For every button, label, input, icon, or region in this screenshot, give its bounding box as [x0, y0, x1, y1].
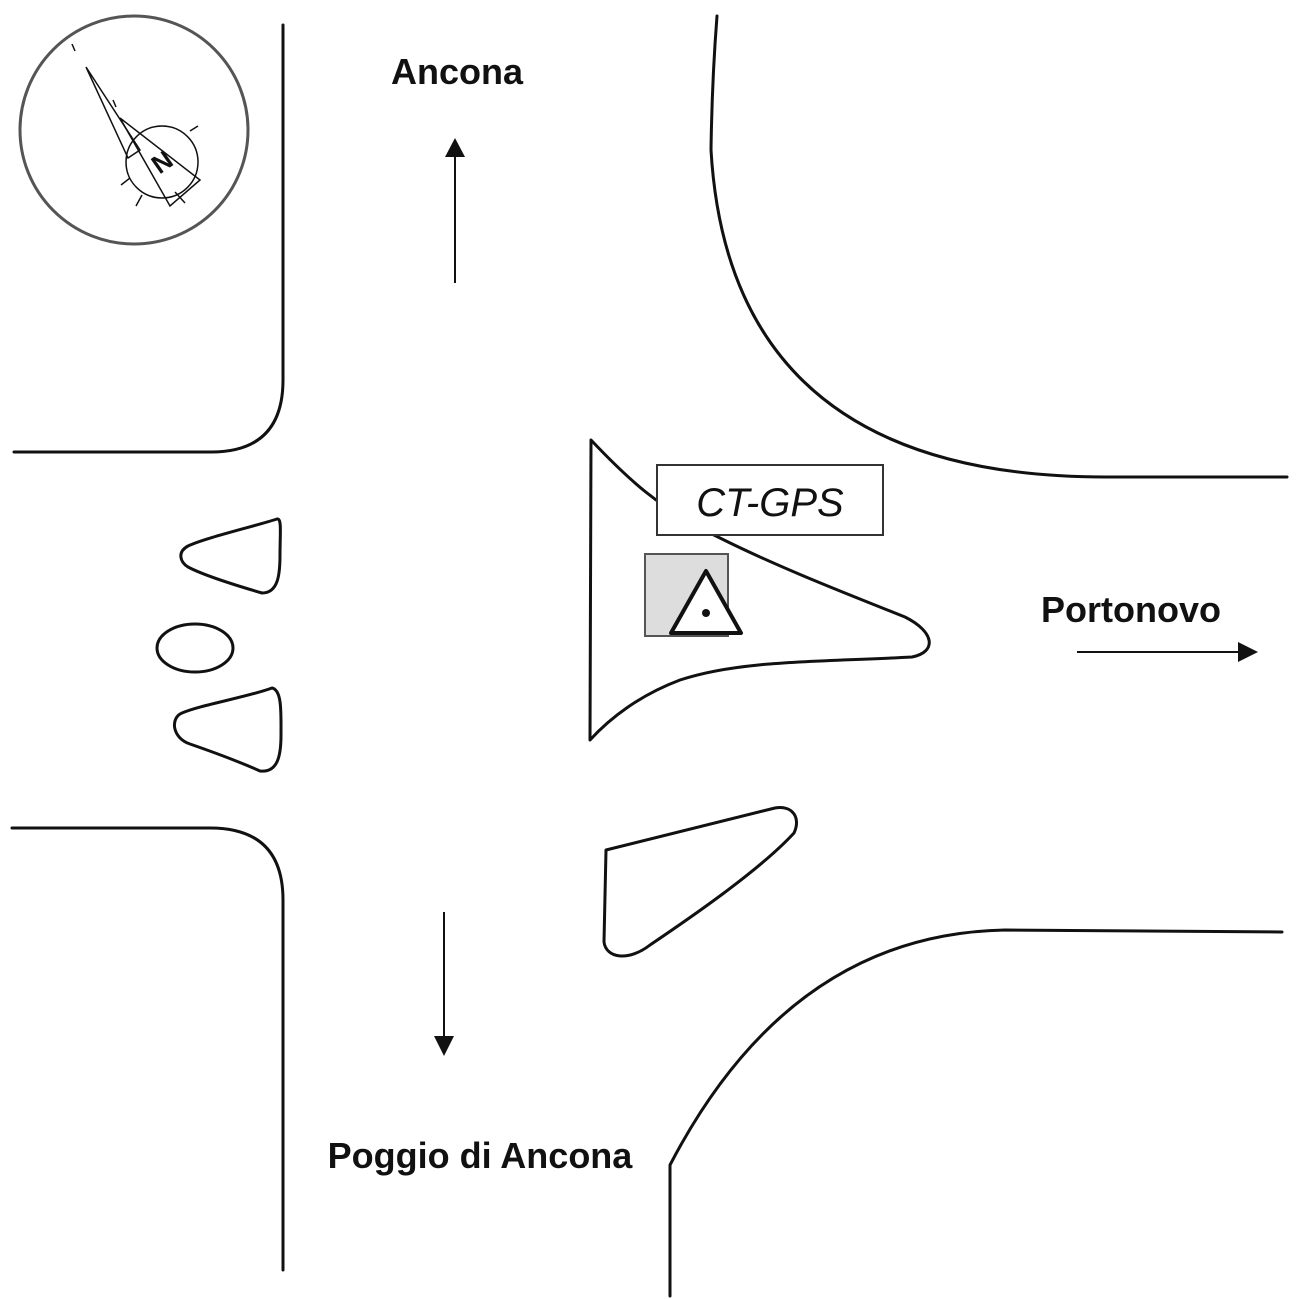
island-west-oval: [155, 622, 235, 674]
arrow-down-icon: [434, 912, 454, 1056]
station-label-box: [656, 464, 884, 536]
arrow-right-icon: [1077, 642, 1258, 662]
direction-arrows: [434, 138, 1258, 1056]
road-edges: [10, 14, 1289, 1298]
gps-station: CT-GPS: [644, 464, 884, 637]
north-arrow-icon: N: [71, 43, 202, 208]
label-portonovo: Portonovo: [1041, 589, 1221, 630]
island-west-upper: [179, 517, 282, 595]
compass: N: [18, 14, 250, 246]
arrow-up-icon: [445, 138, 465, 283]
label-ancona: Ancona: [391, 51, 524, 92]
road-edge-northwest: [12, 23, 285, 454]
compass-ring: [18, 14, 250, 246]
station-label: CT-GPS: [696, 481, 844, 525]
road-edge-southeast: [668, 928, 1284, 1298]
island-west-lower: [173, 686, 283, 773]
road-edge-northeast: [709, 14, 1289, 479]
road-edge-southwest: [10, 826, 285, 1272]
island-southeast: [602, 806, 799, 958]
gps-station-triangle-icon: [669, 569, 743, 635]
label-poggio-di-ancona: Poggio di Ancona: [328, 1135, 634, 1176]
compass-north-letter: N: [146, 144, 179, 179]
